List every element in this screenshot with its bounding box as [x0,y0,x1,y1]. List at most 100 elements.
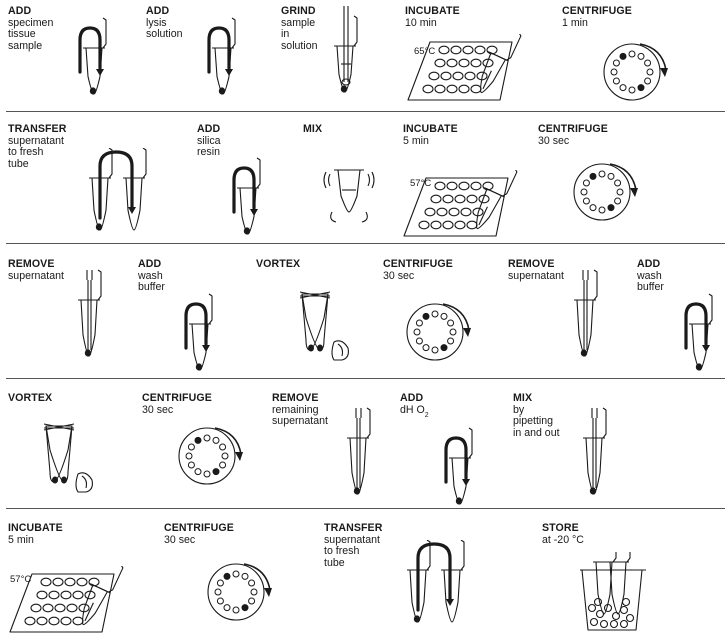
incubation-temperature: 57°C [10,574,32,585]
step-title: MIX [303,123,323,135]
step-title: ADD [138,258,162,270]
row-divider [6,378,725,379]
rotor-icon [178,427,243,485]
step-title: CENTRIFUGE [164,522,234,534]
step-title: REMOVE [508,258,555,270]
heat-block-icon [403,170,518,237]
step-title: VORTEX [8,392,53,404]
step-description: wash [138,269,163,282]
step-title: ADD [637,258,661,270]
step-description: solution [281,39,318,52]
step-title: GRIND [281,5,316,17]
step-description: tube [324,556,345,569]
step-title: ADD [400,392,424,404]
incubation-temperature: 57°C [410,178,432,189]
step-label: VORTEX [8,392,53,405]
step-title: CENTRIFUGE [383,258,453,270]
step-title: TRANSFER [324,522,383,534]
step-label: VORTEX [256,258,301,271]
step-description: 30 sec [164,533,196,546]
step-description: buffer [138,281,165,293]
incubation-temperature: 65°C [414,46,436,57]
step-label: MIX [303,123,323,136]
step-description: 1 min [562,16,588,29]
step-description: specimen [8,16,54,29]
step-title: CENTRIFUGE [538,123,608,135]
row-divider [6,508,725,509]
step-description: lysis [146,16,167,29]
add-arrow-tube-icon [207,17,236,95]
vortex-tubes-icon [299,291,349,361]
pipette-tube-icon [574,269,598,357]
reagent-name: dH O [400,403,425,416]
step-description: 30 sec [142,403,174,416]
step-title: REMOVE [8,258,55,270]
step-description: at -20 °C [542,533,584,546]
pipette-tube-icon [347,407,371,495]
pestle-tube-icon [334,6,358,93]
step-title: CENTRIFUGE [142,392,212,404]
step-title: REMOVE [272,392,319,404]
step-description: remaining [272,403,319,416]
pipette-tube-icon [78,269,102,357]
step-description: silica [197,134,221,147]
step-description: sample [281,16,316,29]
step-title: INCUBATE [8,522,63,534]
rotor-icon [406,303,471,361]
step-title: VORTEX [256,258,301,270]
step-description: 5 min [403,134,429,147]
rotor-icon [573,163,638,221]
pipette-tube-icon [583,407,607,495]
add-arrow-tube-icon [78,17,107,95]
add-arrow-tube-icon [444,427,473,505]
transfer-tubes-icon [89,148,147,231]
step-description: by [513,403,525,416]
step-description: supernatant [324,533,380,546]
step-title: ADD [146,5,170,17]
rotor-icon [207,563,272,621]
step-description: supernatant [272,415,328,427]
add-arrow-tube-icon [232,157,261,235]
step-description: tube [8,157,29,170]
step-description: tissue [8,28,36,40]
step-description: supernatant [8,134,64,147]
step-description: 10 min [405,16,437,29]
step-title: STORE [542,522,579,534]
step-description: 5 min [8,533,34,546]
step-description: to fresh [8,146,44,158]
add-arrow-tube-icon [684,293,713,371]
step-description: supernatant [8,269,64,282]
add-arrow-tube-icon [184,293,213,371]
step-title: INCUBATE [403,123,458,135]
step-title: CENTRIFUGE [562,5,632,17]
heat-block-icon [407,34,522,101]
step-description: in and out [513,426,560,439]
step-title: INCUBATE [405,5,460,17]
step-description: supernatant [508,269,564,282]
reagent-subscript: 2 [424,411,429,419]
step-description: dH O2 [400,403,429,419]
step-description: sample [8,39,43,52]
rotor-icon [603,43,668,101]
step-description: in [281,28,290,40]
shaking-tube-icon [323,169,375,223]
